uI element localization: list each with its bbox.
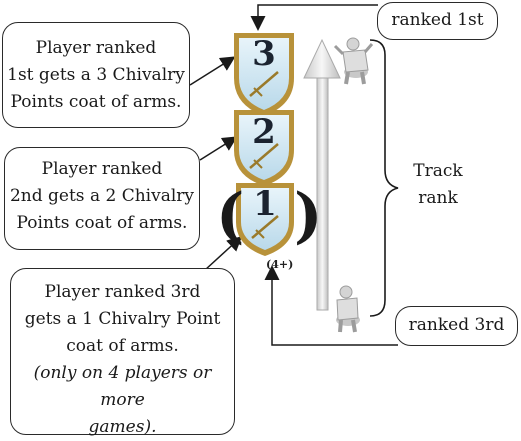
callout-second-line: 2nd gets a 2 Chivalry (9, 186, 194, 206)
shield-1-number: 1 (253, 184, 277, 224)
shield-3-icon (234, 33, 294, 116)
close-paren: ) (294, 181, 323, 251)
ranked-1st-label: ranked 1st (377, 2, 498, 40)
track-rank-label: Track rank (408, 158, 468, 212)
track-arrow-icon (303, 38, 341, 311)
connector-top (250, 4, 378, 31)
knight-figure-bottom-icon (336, 285, 360, 333)
callout-first-line: 1st gets a 3 Chivalry (7, 65, 185, 85)
shield-2-icon (234, 110, 294, 186)
knight-figure-top-icon (333, 37, 374, 85)
callout-third: Player ranked 3rd gets a 1 Chivalry Poin… (10, 268, 235, 437)
players-tag: (4+) (266, 258, 294, 271)
pointer-arrow-first (189, 56, 236, 86)
track-brace-icon (369, 39, 399, 317)
pointer-arrow-third (204, 235, 243, 271)
callout-third-line: gets a 1 Chivalry Point (24, 309, 221, 329)
callout-third-line: coat of arms. (66, 336, 179, 356)
callout-second-line: Player ranked (41, 159, 163, 179)
track-rank-line: rank (418, 188, 458, 208)
track-rank-line: Track (413, 161, 463, 181)
pointer-arrow-second (199, 136, 238, 161)
connector-bottom (264, 265, 398, 346)
callout-first-line: Player ranked (35, 38, 157, 58)
callout-second: Player ranked 2nd gets a 2 Chivalry Poin… (4, 147, 200, 250)
open-paren: ( (216, 181, 245, 251)
callout-second-line: Points coat of arms. (16, 213, 188, 233)
callout-first-line: Points coat of arms. (10, 92, 182, 112)
callout-third-line: Player ranked 3rd (44, 282, 201, 302)
callout-third-note: (only on 4 players or more (33, 363, 212, 410)
ranked-3rd-label: ranked 3rd (395, 306, 518, 346)
shield-1-icon (236, 183, 294, 256)
shield-3-number: 3 (252, 34, 276, 74)
shield-2-number: 2 (252, 112, 276, 152)
callout-first: Player ranked 1st gets a 3 Chivalry Poin… (2, 22, 190, 128)
callout-third-note: games). (88, 417, 157, 437)
